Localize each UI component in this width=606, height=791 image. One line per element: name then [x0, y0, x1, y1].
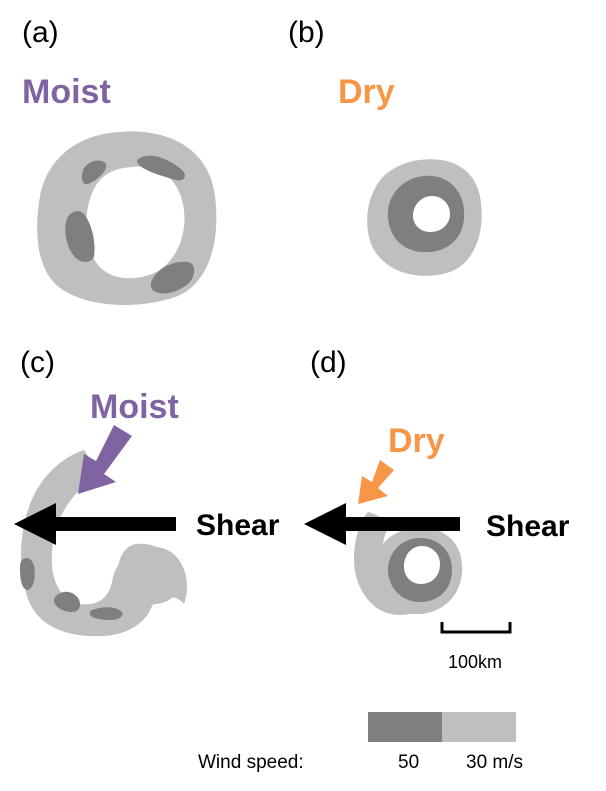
panel-d-shear-arrow-head: [304, 503, 346, 545]
panel-a-wind-patch-left: [65, 211, 95, 262]
panel-b-eye: [412, 196, 450, 232]
scale-bar-label: 100km: [448, 652, 502, 672]
panel-d-shear-label: Shear: [486, 510, 570, 543]
panel-c-moist-arrow: [78, 425, 132, 494]
panel-c-storm: [20, 450, 188, 637]
panel-c-eye-loop: [117, 543, 181, 605]
panel-c-spiral-band: [21, 450, 188, 637]
panel-a-moist-label: Moist: [22, 73, 111, 111]
panel-d-storm: [354, 512, 463, 615]
panel-d-eye: [403, 546, 440, 584]
panel-b-dry-label: Dry: [338, 73, 395, 111]
panel-d-spiral-band: [354, 512, 424, 615]
panel-c-shear-arrow: [14, 503, 176, 545]
panel-a-storm: [37, 131, 217, 306]
panel-d-dry-label: Dry: [388, 422, 445, 460]
panel-c-moist-label: Moist: [90, 388, 179, 426]
panel-d-label: (d): [310, 346, 347, 379]
panel-a-label: (a): [22, 16, 59, 49]
scale-bar-line: [440, 622, 512, 634]
panel-c-shear-arrow-head: [14, 503, 56, 545]
panel-a-wind-patch-lower-right: [150, 261, 195, 294]
wind-speed-legend: Wind speed: 50 30 m/s: [198, 712, 523, 773]
panel-c-shear-label: Shear: [196, 509, 280, 542]
legend-swatch-30: [442, 712, 516, 742]
panel-a-wind-patch-top: [137, 155, 185, 181]
panel-d-shear-arrow: [304, 503, 460, 545]
legend-swatch-50: [368, 712, 442, 742]
panel-a-wind-patch-upper-left: [81, 160, 107, 185]
legend-value-50: 50: [398, 752, 419, 773]
panel-c-shear-arrow-shaft: [52, 517, 176, 531]
panel-d-dry-arrow: [358, 460, 394, 504]
panel-c-wind-patch-bottom: [90, 607, 123, 620]
panel-b-label: (b): [288, 16, 325, 49]
panel-c-wind-patch-left: [20, 558, 35, 590]
panel-b-storm: [367, 159, 482, 276]
legend-value-30: 30 m/s: [466, 752, 523, 773]
panel-c-label: (c): [20, 346, 55, 379]
legend-title: Wind speed:: [198, 752, 304, 773]
scale-bar: 100km: [440, 622, 512, 672]
panel-d-shear-arrow-shaft: [342, 517, 460, 531]
panel-c-wind-patch-bottom-left: [54, 591, 80, 612]
